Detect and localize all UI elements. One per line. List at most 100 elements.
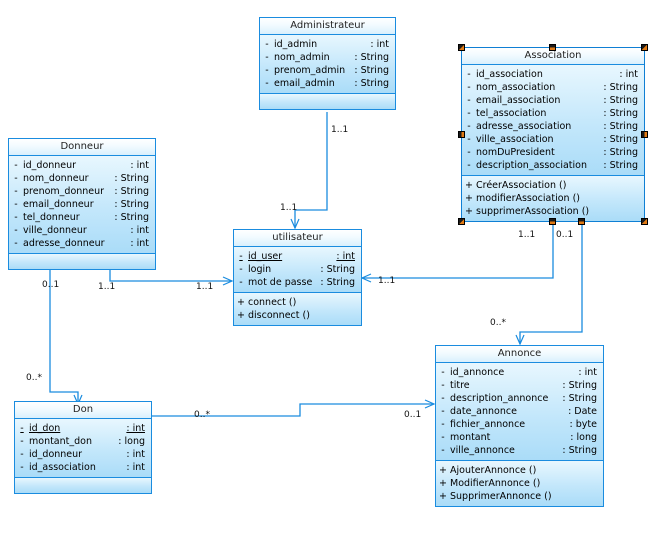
attribute-name: id_admin bbox=[274, 39, 318, 50]
attribute-type: : long bbox=[118, 436, 145, 447]
attribute-name: titre bbox=[450, 380, 470, 391]
attribute-name: prenom_admin bbox=[274, 65, 346, 76]
class-name-don: Don bbox=[15, 402, 151, 419]
attribute-row: - id_donneur : int bbox=[15, 448, 151, 461]
visibility-marker: + bbox=[237, 297, 245, 308]
resize-handle-bottom-left[interactable] bbox=[458, 218, 465, 225]
attribute-row: - id_user : int bbox=[234, 250, 361, 263]
attribute-name: tel_association bbox=[476, 108, 547, 119]
multiplicity-label: 1..1 bbox=[331, 125, 349, 135]
connection-handle-bottom[interactable] bbox=[578, 218, 585, 225]
visibility-marker: - bbox=[441, 445, 445, 456]
class-box-association[interactable]: Association - id_association : int - nom… bbox=[461, 47, 645, 222]
operation-row: + ModifierAnnonce () bbox=[436, 477, 603, 490]
attributes-compartment: - id_don : int - montant_don : long - id… bbox=[15, 419, 151, 477]
visibility-marker: + bbox=[439, 478, 447, 489]
resize-handle-bottom-right[interactable] bbox=[641, 218, 648, 225]
attribute-type: : int bbox=[370, 39, 389, 50]
attribute-name: id_don bbox=[29, 423, 61, 434]
attribute-row: - ville_annonce : String bbox=[436, 444, 603, 457]
visibility-marker: - bbox=[467, 121, 471, 132]
class-name-annonce: Annonce bbox=[436, 346, 603, 363]
operations-compartment bbox=[15, 477, 151, 493]
operation-row: + CréerAssociation () bbox=[462, 179, 644, 192]
attribute-row: - login : String bbox=[234, 263, 361, 276]
multiplicity-label: 0..1 bbox=[404, 410, 422, 420]
attribute-row: - nom_donneur : String bbox=[9, 172, 155, 185]
attribute-row: - id_annonce : int bbox=[436, 366, 603, 379]
resize-handle-bottom-center[interactable] bbox=[549, 218, 556, 225]
visibility-marker: + bbox=[465, 206, 473, 217]
operations-compartment bbox=[260, 93, 395, 109]
attribute-row: - email_admin : String bbox=[260, 77, 395, 90]
class-box-annonce[interactable]: Annonce - id_annonce : int - titre : Str… bbox=[435, 345, 604, 507]
visibility-marker: - bbox=[265, 52, 269, 63]
attribute-row: - prenom_donneur : String bbox=[9, 185, 155, 198]
attribute-name: id_association bbox=[476, 69, 543, 80]
visibility-marker: - bbox=[467, 160, 471, 171]
attribute-name: id_donneur bbox=[29, 449, 83, 460]
resize-handle-middle-right[interactable] bbox=[641, 131, 648, 138]
multiplicity-label: 1..1 bbox=[98, 282, 116, 292]
attribute-row: - email_association : String bbox=[462, 94, 644, 107]
multiplicity-label: 0..1 bbox=[42, 280, 60, 290]
attributes-compartment: - id_admin : int - nom_admin : String - … bbox=[260, 35, 395, 93]
operation-row: + supprimerAssociation () bbox=[462, 205, 644, 218]
attribute-name: id_annonce bbox=[450, 367, 505, 378]
visibility-marker: - bbox=[14, 238, 18, 249]
multiplicity-label: 0..* bbox=[194, 410, 210, 420]
class-name-utilisateur: utilisateur bbox=[234, 230, 361, 247]
attributes-compartment: - id_association : int - nom_association… bbox=[462, 65, 644, 175]
attribute-type: : int bbox=[130, 160, 149, 171]
class-box-donneur[interactable]: Donneur - id_donneur : int - nom_donneur… bbox=[8, 138, 156, 270]
attribute-name: fichier_annonce bbox=[450, 419, 526, 430]
operation-row: + disconnect () bbox=[234, 309, 361, 322]
operation-name: SupprimerAnnonce () bbox=[450, 491, 552, 502]
attribute-type: : int bbox=[126, 462, 145, 473]
attribute-type: : int bbox=[126, 449, 145, 460]
attribute-name: id_association bbox=[29, 462, 96, 473]
operation-name: AjouterAnnonce () bbox=[450, 465, 537, 476]
attribute-type: : String bbox=[603, 82, 638, 93]
attribute-type: : String bbox=[603, 147, 638, 158]
visibility-marker: - bbox=[441, 419, 445, 430]
visibility-marker: - bbox=[14, 199, 18, 210]
attribute-name: login bbox=[248, 264, 272, 275]
class-box-administrateur[interactable]: Administrateur - id_admin : int - nom_ad… bbox=[259, 17, 396, 110]
resize-handle-top-left[interactable] bbox=[458, 44, 465, 51]
attribute-type: : String bbox=[354, 65, 389, 76]
attribute-type: : int bbox=[130, 238, 149, 249]
attribute-type: : int bbox=[619, 69, 638, 80]
attribute-row: - email_donneur : String bbox=[9, 198, 155, 211]
attribute-name: id_donneur bbox=[23, 160, 77, 171]
visibility-marker: - bbox=[14, 160, 18, 171]
resize-handle-top-center[interactable] bbox=[549, 44, 556, 51]
attribute-name: description_association bbox=[476, 160, 587, 171]
attribute-name: prenom_donneur bbox=[23, 186, 105, 197]
attribute-type: : String bbox=[603, 134, 638, 145]
attribute-row: - mot de passe : String bbox=[234, 276, 361, 289]
resize-handle-middle-left[interactable] bbox=[458, 131, 465, 138]
attributes-compartment: - id_user : int - login : String - mot d… bbox=[234, 247, 361, 292]
attribute-name: ville_association bbox=[476, 134, 554, 145]
attributes-compartment: - id_donneur : int - nom_donneur : Strin… bbox=[9, 156, 155, 253]
attribute-row: - description_association : String bbox=[462, 159, 644, 172]
visibility-marker: - bbox=[239, 264, 243, 275]
edge-association-annonce bbox=[515, 222, 583, 346]
attribute-row: - description_annonce : String bbox=[436, 392, 603, 405]
attribute-row: - id_donneur : int bbox=[9, 159, 155, 172]
attribute-type: : int bbox=[130, 225, 149, 236]
multiplicity-label: 1..1 bbox=[378, 276, 396, 286]
attribute-type: : String bbox=[603, 95, 638, 106]
visibility-marker: - bbox=[467, 69, 471, 80]
attribute-name: nom_admin bbox=[274, 52, 330, 63]
visibility-marker: - bbox=[441, 432, 445, 443]
class-box-don[interactable]: Don - id_don : int - montant_don : long … bbox=[14, 401, 152, 494]
attribute-type: : String bbox=[114, 199, 149, 210]
attribute-type: : long bbox=[570, 432, 597, 443]
class-box-utilisateur[interactable]: utilisateur - id_user : int - login : St… bbox=[233, 229, 362, 326]
attribute-type: : String bbox=[562, 393, 597, 404]
resize-handle-top-right[interactable] bbox=[641, 44, 648, 51]
attribute-row: - id_association : int bbox=[15, 461, 151, 474]
